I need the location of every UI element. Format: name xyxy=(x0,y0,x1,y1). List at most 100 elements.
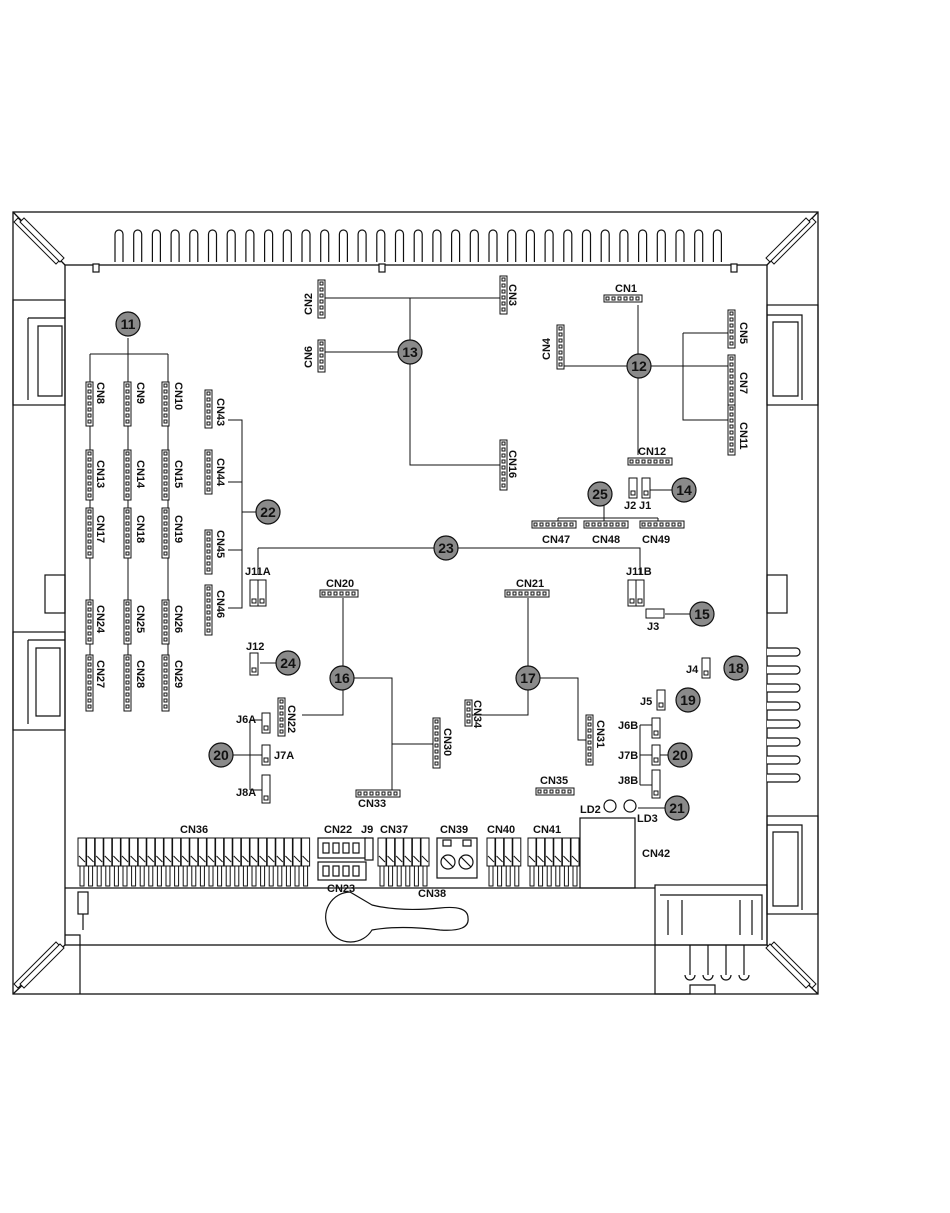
cn42-block xyxy=(579,817,636,889)
label-cn49: CN49 xyxy=(642,534,670,546)
connector-pin xyxy=(206,403,211,408)
terminal-leg xyxy=(208,865,214,887)
label-j1: J1 xyxy=(639,500,651,512)
left-brackets xyxy=(12,299,66,731)
connector-pin xyxy=(558,344,563,349)
terminal-leg xyxy=(563,865,569,887)
connector-pin xyxy=(333,591,338,596)
connector-pin xyxy=(729,430,734,435)
label-j8a: J8A xyxy=(236,787,256,799)
connector-pin xyxy=(533,522,538,527)
connector-pin xyxy=(125,487,130,492)
connector-pin xyxy=(549,789,554,794)
connector-pin xyxy=(524,591,529,596)
connector-pin xyxy=(319,341,324,346)
label-cn48: CN48 xyxy=(592,534,620,546)
terminal-leg xyxy=(96,865,102,887)
terminal-leg xyxy=(234,865,240,887)
connector-cn22-side xyxy=(277,697,286,737)
cooling-fin xyxy=(638,229,648,262)
top-cooling-fins xyxy=(92,229,738,273)
connector-body xyxy=(204,389,213,429)
connector-pin xyxy=(466,701,471,706)
terminal-mark xyxy=(413,855,420,863)
connector-pin xyxy=(163,395,168,400)
connector-pin xyxy=(163,527,168,532)
connector-pin xyxy=(206,598,211,603)
connector-pin xyxy=(87,493,92,498)
connector-pin xyxy=(125,407,130,412)
callout-14: 14 xyxy=(676,482,692,498)
terminal-leg xyxy=(379,865,385,887)
connector-pin xyxy=(163,481,168,486)
terminal-leg xyxy=(514,865,520,887)
label-j9: J9 xyxy=(361,824,373,836)
connector-body xyxy=(535,787,575,796)
connector-pin xyxy=(206,616,211,621)
jumper-pin xyxy=(703,670,709,676)
connector-pin xyxy=(729,323,734,328)
jumper-pin xyxy=(658,702,664,708)
connector-pin xyxy=(125,463,130,468)
callout-circle xyxy=(587,481,613,507)
cooling-fin xyxy=(432,229,442,262)
connector-pin xyxy=(87,395,92,400)
connector-pin xyxy=(545,522,550,527)
connector-pin xyxy=(501,441,506,446)
callout-20-right: 20 xyxy=(672,747,688,763)
terminal-leg xyxy=(396,865,402,887)
labels: CN1 CN12 CN20 CN21 CN33 CN35 CN47 CN48 C… xyxy=(94,283,749,900)
label-cn29: CN29 xyxy=(172,660,184,688)
terminal-mark xyxy=(250,855,258,863)
label-j3: J3 xyxy=(647,621,659,633)
connector-pin xyxy=(629,459,634,464)
label-cn15: CN15 xyxy=(172,460,184,488)
callout-circle xyxy=(275,650,301,676)
callout-circle xyxy=(329,665,355,691)
connector-pin xyxy=(206,451,211,456)
connector-pin xyxy=(206,463,211,468)
connector-pin xyxy=(163,656,168,661)
connector-body xyxy=(727,404,736,456)
label-cn38: CN38 xyxy=(418,888,446,900)
jumper-body xyxy=(656,689,666,711)
connector-pin xyxy=(567,789,572,794)
jumper-body xyxy=(261,744,271,766)
connector-pin xyxy=(125,607,130,612)
cooling-fin xyxy=(282,229,292,262)
connector-pin xyxy=(206,567,211,572)
connector-cn45 xyxy=(204,529,213,575)
connector-pin xyxy=(125,383,130,388)
side-pin xyxy=(767,647,801,657)
connector-pin xyxy=(543,789,548,794)
label-cn43: CN43 xyxy=(214,398,226,426)
connector-pin xyxy=(558,356,563,361)
connector-pin xyxy=(729,392,734,397)
connector-pin xyxy=(434,731,439,736)
connector-pin xyxy=(163,674,168,679)
connector-pin xyxy=(206,561,211,566)
terminal-mark xyxy=(113,855,120,863)
terminal-mark xyxy=(545,855,553,863)
connector-pin xyxy=(163,698,168,703)
connector-pin xyxy=(587,722,592,727)
callout-circle xyxy=(671,477,697,503)
connector-cn35 xyxy=(535,787,575,796)
connector-cn26 xyxy=(161,599,170,645)
cooling-fin xyxy=(338,229,348,262)
terminal-leg xyxy=(405,865,411,887)
connector-pin xyxy=(125,469,130,474)
callout-15: 15 xyxy=(694,606,710,622)
jumper-pin xyxy=(263,757,269,763)
connector-pin xyxy=(206,543,211,548)
connector-pin xyxy=(87,515,92,520)
label-j5: J5 xyxy=(640,696,652,708)
connector-pin xyxy=(345,591,350,596)
terminal-mark xyxy=(156,855,163,863)
jumper-j11a-b xyxy=(257,579,267,607)
connector-pin xyxy=(617,296,622,301)
connector-pin xyxy=(87,619,92,624)
connector-pin xyxy=(319,347,324,352)
terminal-leg xyxy=(131,865,137,887)
label-cn10: CN10 xyxy=(172,382,184,410)
